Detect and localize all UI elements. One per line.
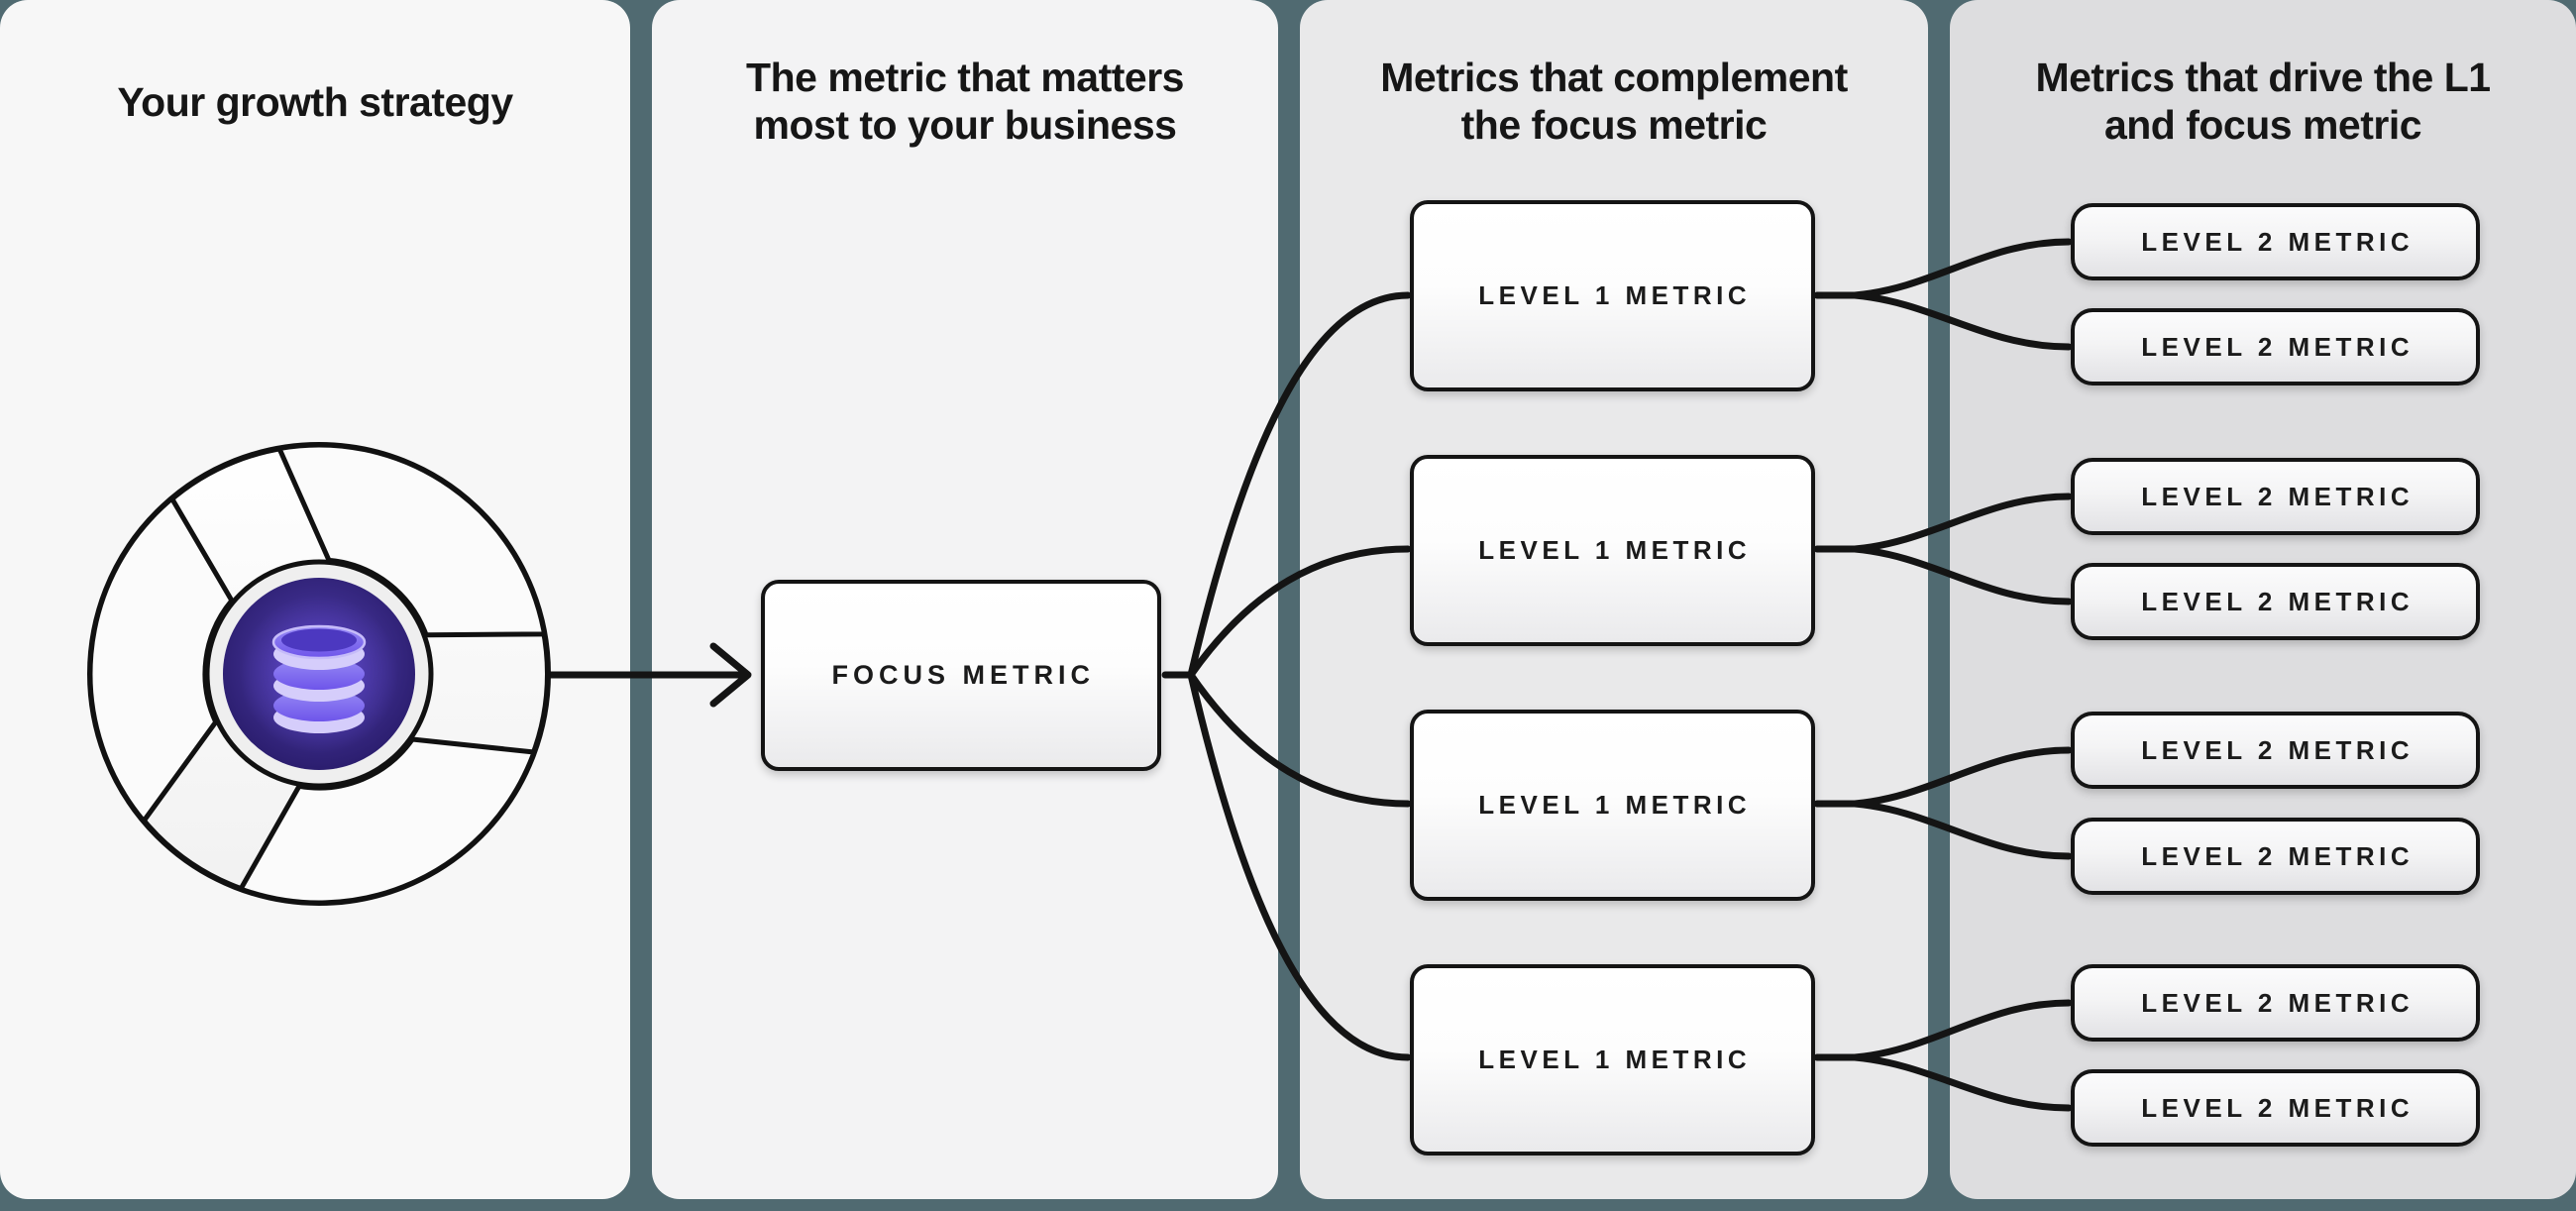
connector-l1-l2 bbox=[1851, 746, 2073, 808]
level2-metric-label: LEVEL 2 METRIC bbox=[2141, 586, 2415, 616]
level2-metric-label: LEVEL 2 METRIC bbox=[2141, 840, 2415, 871]
connector-focus-l1 bbox=[1187, 545, 1412, 679]
level2-metric-label: LEVEL 2 METRIC bbox=[2141, 481, 2415, 511]
connector-l1-l2 bbox=[1851, 800, 2073, 860]
level2-metric-label: LEVEL 2 METRIC bbox=[2141, 1092, 2415, 1123]
level1-metric-label: LEVEL 1 METRIC bbox=[1478, 1045, 1752, 1074]
panel-title-level2-metrics: Metrics that drive the L1 and focus metr… bbox=[2035, 55, 2491, 148]
level2-metric-box: LEVEL 2 METRIC bbox=[2071, 964, 2480, 1042]
level2-metric-box: LEVEL 2 METRIC bbox=[2071, 712, 2480, 789]
level2-metric-label: LEVEL 2 METRIC bbox=[2141, 331, 2415, 362]
level2-metric-box: LEVEL 2 METRIC bbox=[2071, 563, 2480, 640]
level1-metric-label: LEVEL 1 METRIC bbox=[1478, 280, 1752, 310]
level2-metric-label: LEVEL 2 METRIC bbox=[2141, 987, 2415, 1018]
connector-l1-l2 bbox=[1851, 493, 2073, 553]
level2-metric-label: LEVEL 2 METRIC bbox=[2141, 734, 2415, 765]
level1-metric-label: LEVEL 1 METRIC bbox=[1478, 790, 1752, 820]
focus-metric-box: FOCUS METRIC bbox=[761, 580, 1161, 771]
connector-focus-l1 bbox=[1187, 291, 1412, 679]
arrow-right-icon bbox=[547, 642, 752, 708]
level2-metric-box: LEVEL 2 METRIC bbox=[2071, 458, 2480, 535]
database-icon bbox=[271, 624, 367, 733]
level1-metric-label: LEVEL 1 METRIC bbox=[1478, 535, 1752, 565]
panel-title-growth-strategy: Your growth strategy bbox=[117, 79, 513, 125]
level1-metric-box: LEVEL 1 METRIC bbox=[1410, 964, 1815, 1156]
level1-metric-box: LEVEL 1 METRIC bbox=[1410, 200, 1815, 391]
connector-l1-l2 bbox=[1851, 1053, 2073, 1112]
level1-metric-box: LEVEL 1 METRIC bbox=[1410, 455, 1815, 646]
level2-metric-box: LEVEL 2 METRIC bbox=[2071, 203, 2480, 280]
connector-l1-l2 bbox=[1851, 545, 2073, 606]
connector-focus-l1 bbox=[1187, 671, 1412, 1061]
connector-focus-l1 bbox=[1187, 671, 1412, 808]
level2-metric-box: LEVEL 2 METRIC bbox=[2071, 1069, 2480, 1147]
flywheel-database-icon bbox=[87, 442, 551, 906]
panel-title-focus-metric: The metric that matters most to your bus… bbox=[746, 55, 1184, 148]
focus-metric-label: FOCUS METRIC bbox=[831, 660, 1095, 690]
level2-metric-box: LEVEL 2 METRIC bbox=[2071, 308, 2480, 385]
connector-l1-l2 bbox=[1851, 291, 2073, 351]
panel-title-level1-metrics: Metrics that complement the focus metric bbox=[1380, 55, 1848, 148]
level2-metric-box: LEVEL 2 METRIC bbox=[2071, 818, 2480, 895]
level2-metric-label: LEVEL 2 METRIC bbox=[2141, 226, 2415, 257]
connector-l1-l2 bbox=[1851, 238, 2073, 299]
connector-l1-l2 bbox=[1851, 999, 2073, 1061]
level1-metric-box: LEVEL 1 METRIC bbox=[1410, 710, 1815, 901]
